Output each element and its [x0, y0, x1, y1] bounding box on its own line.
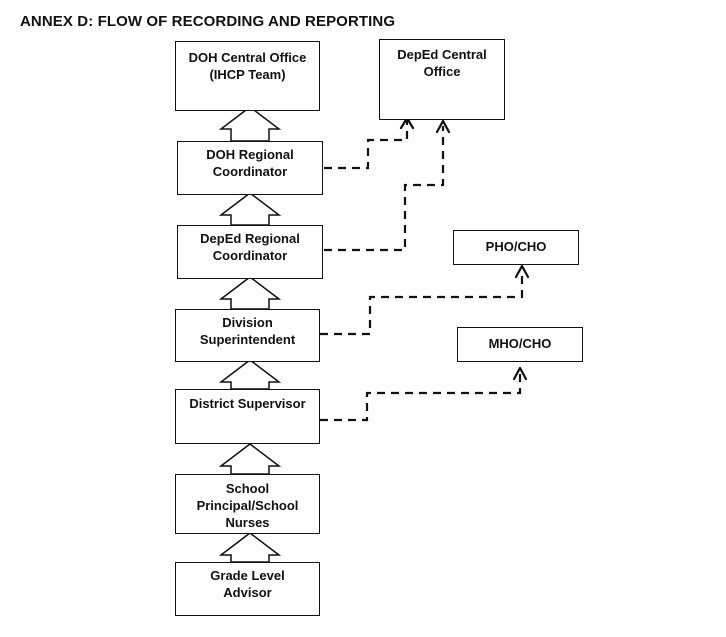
up-arrow-icon — [218, 443, 282, 475]
up-arrow-icon — [218, 532, 282, 563]
box-label: DOH Central Office — [188, 50, 307, 65]
pho-cho-box: PHO/CHO — [453, 230, 579, 265]
dashed-link-deped-regional — [324, 126, 445, 252]
up-arrow-icon — [218, 192, 282, 226]
box-label: Superintendent — [199, 332, 296, 347]
school-principal-box: School Principal/School Nurses — [175, 474, 320, 534]
arrowhead-icon — [435, 119, 451, 134]
dashed-link-district — [320, 373, 522, 422]
division-superintendent-box: Division Superintendent — [175, 309, 320, 362]
dashed-link-doh-regional — [324, 120, 409, 170]
box-label: DepEd Regional — [200, 231, 300, 246]
mho-cho-box: MHO/CHO — [457, 327, 583, 362]
box-label: Nurses — [225, 515, 270, 530]
box-label: DepEd Central — [397, 47, 487, 62]
doh-regional-coordinator-box: DOH Regional Coordinator — [177, 141, 323, 195]
box-label: Principal/School — [196, 498, 299, 513]
box-label: Coordinator — [212, 248, 288, 263]
arrowhead-icon — [514, 264, 530, 279]
box-label: DOH Regional — [206, 147, 294, 162]
box-label: (IHCP Team) — [209, 67, 286, 82]
box-label: Office — [423, 64, 461, 79]
up-arrow-icon — [218, 359, 282, 390]
box-label: Grade Level — [210, 568, 285, 583]
box-label: Advisor — [223, 585, 272, 600]
deped-central-office-box: DepEd Central Office — [379, 39, 505, 120]
doh-central-office-box: DOH Central Office (IHCP Team) — [175, 41, 320, 111]
box-label: District Supervisor — [189, 396, 306, 411]
district-supervisor-box: District Supervisor — [175, 389, 320, 444]
up-arrow-icon — [218, 276, 282, 310]
box-label: Coordinator — [212, 164, 288, 179]
up-arrow-icon — [218, 106, 282, 142]
box-label: MHO/CHO — [488, 336, 552, 351]
page-title: ANNEX D: FLOW OF RECORDING AND REPORTING — [20, 13, 396, 30]
grade-level-advisor-box: Grade Level Advisor — [175, 562, 320, 616]
dashed-link-division — [320, 271, 524, 336]
box-label: PHO/CHO — [485, 239, 547, 254]
deped-regional-coordinator-box: DepEd Regional Coordinator — [177, 225, 323, 279]
box-label: School — [225, 481, 270, 496]
box-label: Division — [222, 315, 273, 330]
arrowhead-icon — [512, 366, 528, 381]
